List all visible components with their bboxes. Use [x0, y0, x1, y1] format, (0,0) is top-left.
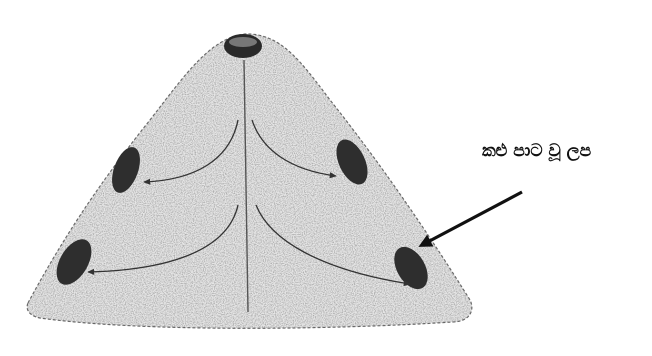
annotation-pointer-arrow: [422, 192, 522, 245]
apex-opening: [224, 34, 262, 58]
cone-texture: [27, 34, 472, 328]
annotation-label: කළු පාට වූ ලප: [482, 141, 591, 161]
